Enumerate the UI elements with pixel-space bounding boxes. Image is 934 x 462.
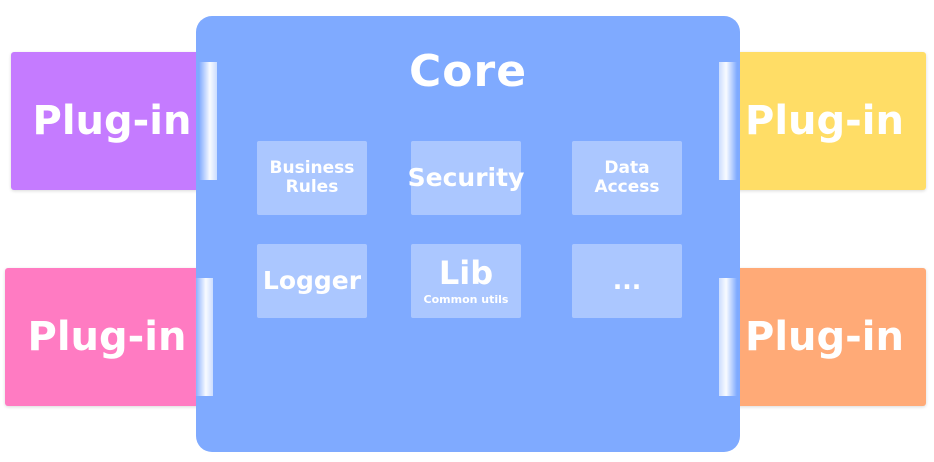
module-lib: Lib Common utils — [411, 244, 521, 318]
module-label: Logger — [262, 266, 362, 296]
plugin-bottom-right: Plug-in — [719, 268, 926, 406]
connection-glow — [719, 62, 737, 180]
plugin-top-left: Plug-in — [11, 52, 217, 190]
plugin-label: Plug-in — [32, 98, 192, 144]
module-label: Security — [407, 163, 525, 193]
module-data-access: Data Access — [572, 141, 682, 215]
connection-glow — [195, 278, 213, 396]
core-container: Core Business Rules Security Data Access… — [196, 16, 740, 452]
plugin-top-right: Plug-in — [719, 52, 926, 190]
module-label: Data Access — [594, 158, 660, 197]
module-label: Lib — [438, 253, 494, 292]
connection-glow — [199, 62, 217, 180]
plugin-label: Plug-in — [745, 98, 904, 144]
plugin-bottom-left: Plug-in — [5, 268, 213, 406]
plugin-label: Plug-in — [745, 314, 904, 360]
module-sublabel: Common utils — [423, 292, 509, 306]
plugin-label: Plug-in — [27, 314, 187, 360]
module-label: Business Rules — [269, 158, 355, 197]
module-more: ... — [572, 244, 682, 318]
core-title: Core — [408, 46, 528, 97]
module-security: Security — [408, 141, 524, 215]
connection-glow — [719, 278, 737, 396]
module-business-rules: Business Rules — [257, 141, 367, 215]
module-logger: Logger — [257, 244, 367, 318]
module-label: ... — [612, 266, 642, 296]
